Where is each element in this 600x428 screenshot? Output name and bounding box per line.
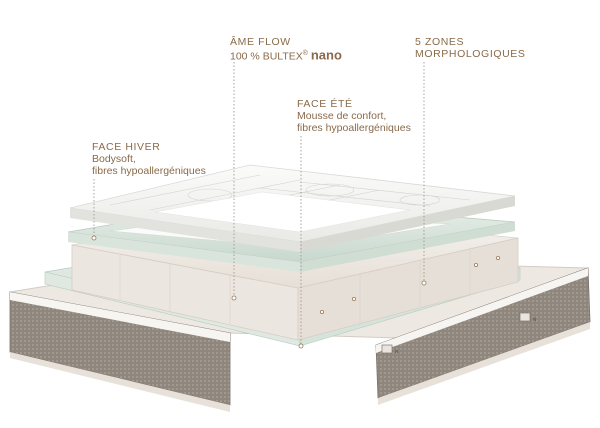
label-zones-line1: MORPHOLOGIQUES <box>415 48 526 60</box>
label-ame-flow-desc: 100 % BULTEX® nano <box>230 48 342 63</box>
svg-text:ɴ: ɴ <box>533 317 536 323</box>
label-zones-title: 5 ZONES <box>415 36 465 48</box>
brand-tag-icon: ɴ ɴ <box>381 312 536 355</box>
top-quilted-layer <box>69 164 516 252</box>
label-face-ete: FACE ÉTÉ Mousse de confort, fibres hypoa… <box>297 98 411 134</box>
label-face-hiver-line2: fibres hypoallergéniques <box>92 165 206 177</box>
label-face-hiver: FACE HIVER Bodysoft, fibres hypoallergén… <box>92 141 206 177</box>
label-face-ete-title: FACE ÉTÉ <box>297 98 353 110</box>
label-ame-flow-title: ÂME FLOW <box>230 36 291 48</box>
label-face-hiver-line1: Bodysoft, <box>92 153 136 165</box>
svg-text:ɴ: ɴ <box>395 349 398 355</box>
label-face-ete-line1: Mousse de confort, <box>297 110 387 122</box>
registered-mark: ® <box>302 50 308 57</box>
label-face-ete-line2: fibres hypoallergéniques <box>297 122 411 134</box>
label-zones: 5 ZONES MORPHOLOGIQUES <box>415 36 526 60</box>
ame-flow-brand: nano <box>310 47 342 63</box>
leader-dots <box>91 235 500 349</box>
label-face-hiver-title: FACE HIVER <box>92 141 161 153</box>
core-front-right <box>297 237 519 341</box>
label-ame-flow: ÂME FLOW 100 % BULTEX® nano <box>230 36 342 63</box>
ame-flow-prefix: 100 % BULTEX <box>230 50 303 63</box>
leader-lines <box>93 62 425 345</box>
